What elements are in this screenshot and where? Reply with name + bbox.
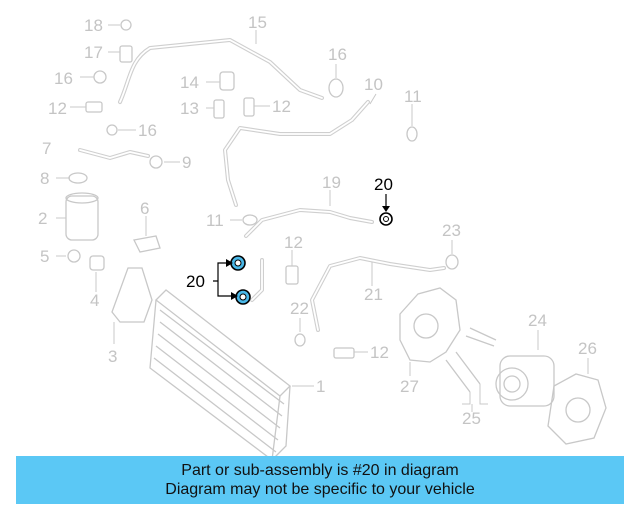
callout-20a: 20 <box>374 175 393 194</box>
info-banner: Part or sub-assembly is #20 in diagram D… <box>16 456 624 504</box>
fittings-left <box>56 19 180 184</box>
callout-3: 3 <box>108 347 117 366</box>
callout-21: 21 <box>364 285 383 304</box>
compressor <box>495 330 555 407</box>
callout-26: 26 <box>578 339 597 358</box>
callout-12a: 12 <box>48 99 67 118</box>
callout-19: 19 <box>322 173 341 192</box>
condenser <box>149 289 314 462</box>
callout-20b: 20 <box>186 272 205 291</box>
callout-2: 2 <box>38 209 47 228</box>
callout-12d: 12 <box>370 343 389 362</box>
callout-5: 5 <box>40 247 49 266</box>
compressor-housing <box>399 287 461 376</box>
callout-14: 14 <box>180 73 199 92</box>
callout-25: 25 <box>462 409 481 428</box>
callout-18: 18 <box>84 16 103 35</box>
callout-labels: 1 2 3 4 5 6 7 8 9 10 11 11 12 12 12 12 1… <box>38 13 597 428</box>
callout-13: 13 <box>180 99 199 118</box>
callout-9: 9 <box>182 153 191 172</box>
fittings-middle <box>206 30 418 226</box>
callout-16c: 16 <box>328 45 347 64</box>
clip <box>133 216 161 253</box>
bolts <box>445 327 497 412</box>
compressor-rear <box>547 358 607 445</box>
callout-12c: 12 <box>284 233 303 252</box>
callout-7: 7 <box>42 139 51 158</box>
callout-22: 22 <box>290 299 309 318</box>
callout-1: 1 <box>316 377 325 396</box>
bracket <box>111 267 153 344</box>
callout-10: 10 <box>364 75 383 94</box>
callout-17: 17 <box>84 43 103 62</box>
callout-4: 4 <box>90 291 99 310</box>
banner-line-1: Part or sub-assembly is #20 in diagram <box>181 462 459 479</box>
banner-line-2: Diagram may not be specific to your vehi… <box>165 481 475 498</box>
callout-23: 23 <box>442 221 461 240</box>
callout-8: 8 <box>40 169 49 188</box>
callout-16b: 16 <box>138 121 157 140</box>
part-20-seals <box>213 194 393 305</box>
receiver-drier <box>56 192 99 241</box>
fittings-lower <box>285 240 459 359</box>
callout-6: 6 <box>140 199 149 218</box>
seal-ring-inner <box>383 216 389 222</box>
callout-27: 27 <box>400 377 419 396</box>
callout-24: 24 <box>528 311 547 330</box>
callout-11a: 11 <box>404 87 422 106</box>
refrigerant-lines <box>78 38 446 332</box>
callout-15: 15 <box>248 13 267 32</box>
cap-and-nut <box>56 249 105 292</box>
callout-16a: 16 <box>54 69 73 88</box>
callout-11b: 11 <box>206 211 224 230</box>
callout-12b: 12 <box>272 97 291 116</box>
